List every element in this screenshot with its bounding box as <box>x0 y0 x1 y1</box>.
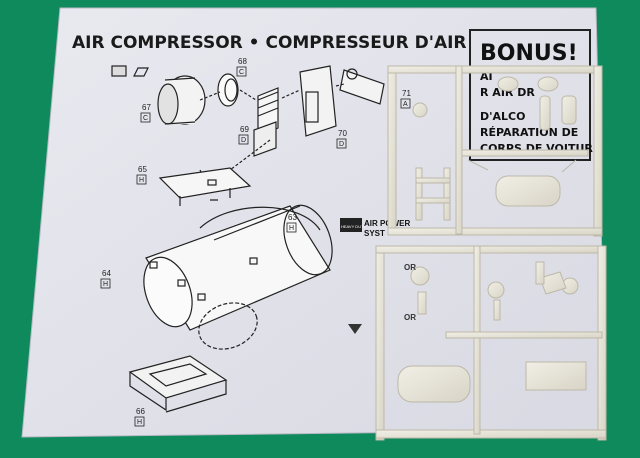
bonus-line-2: R AIR DR <box>480 86 535 99</box>
part-letter-66: H <box>137 419 142 426</box>
part-letter-65: H <box>139 177 144 184</box>
part-number-65: 65 <box>138 165 147 174</box>
part-letter-63: H <box>289 225 294 232</box>
part-letter-71: A <box>403 101 408 108</box>
part-number-68: 68 <box>238 57 247 66</box>
heavy-duty-label: HEAVY DUTY <box>341 224 367 229</box>
or-label-upper: OR <box>404 263 416 272</box>
part-number-64: 64 <box>102 269 111 278</box>
part-letter-68: C <box>239 69 244 76</box>
air-power-label: AIR POWER <box>364 219 410 228</box>
part-labels: 67 C 68 C 69 D 70 D 71 A 65 H 63 H 64 H … <box>100 57 411 427</box>
part-letter-70: D <box>339 141 344 148</box>
part-number-67: 67 <box>142 103 151 112</box>
part-letter-69: D <box>241 137 246 144</box>
part-letter-67: C <box>143 115 148 122</box>
bonus-heading: BONUS! <box>480 41 578 66</box>
air-power-badge: HEAVY DUTY AIR POWER SYST <box>340 218 410 238</box>
part-number-71: 71 <box>402 89 411 98</box>
system-label: SYST <box>364 229 385 238</box>
part-letter-64: H <box>103 281 108 288</box>
sprue-lower <box>375 245 607 441</box>
part-number-70: 70 <box>338 129 347 138</box>
sheet-title: AIR COMPRESSOR • COMPRESSEUR D'AIR <box>72 33 467 53</box>
part-number-69: 69 <box>240 125 249 134</box>
bonus-line-3: D'ALCO <box>480 110 525 123</box>
bonus-line-4: RÉPARATION DE <box>480 126 578 139</box>
part-number-63: 63 <box>288 213 297 222</box>
exploded-diagram <box>111 65 385 413</box>
part-number-66: 66 <box>136 407 145 416</box>
sprue-upper <box>387 65 603 237</box>
or-label-lower: OR <box>404 313 416 322</box>
